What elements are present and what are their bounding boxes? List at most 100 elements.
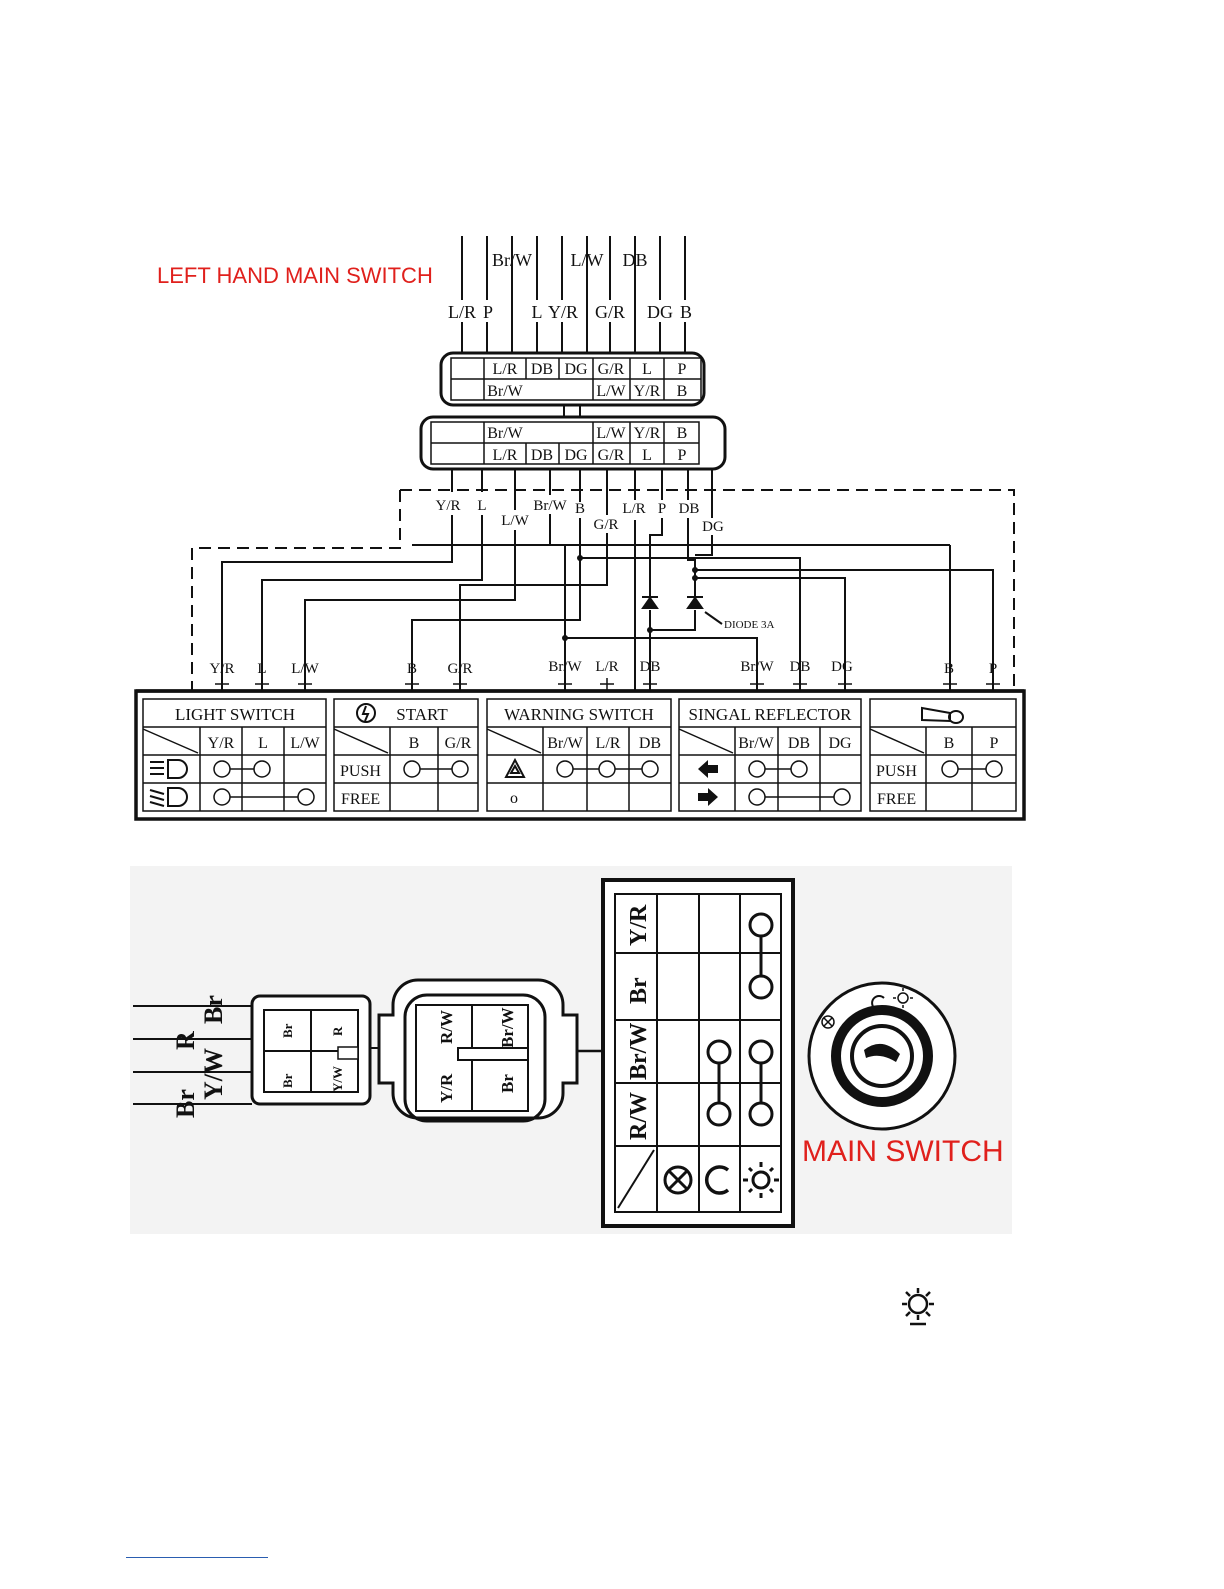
bus-label: Y/R xyxy=(209,661,234,677)
bus-label: DB xyxy=(790,659,811,675)
table-col: L/W xyxy=(290,735,320,752)
connector-b-pin: B xyxy=(677,425,688,442)
table-col: DB xyxy=(788,735,810,752)
high-beam-icon xyxy=(150,759,188,779)
table-row-label: o xyxy=(510,790,518,807)
sun-icon xyxy=(902,1288,934,1326)
main-switch-table xyxy=(601,878,795,1228)
wire-label: B xyxy=(680,302,692,322)
table-col: Y/R xyxy=(208,735,235,752)
connector-b-pin: L/W xyxy=(596,425,626,442)
harness-label: L/W xyxy=(501,513,529,529)
wire-label: R xyxy=(171,1031,200,1050)
main-switch-title: MAIN SWITCH xyxy=(802,1135,1004,1168)
incoming-wires xyxy=(461,236,686,353)
wire-label: DG xyxy=(647,302,673,322)
main-switch-row-label: Y/R xyxy=(626,904,652,946)
table-title: LIGHT SWITCH xyxy=(175,705,295,724)
start-table xyxy=(333,698,479,812)
dashed-enclosure xyxy=(191,489,1015,690)
bus-label: L/W xyxy=(291,661,319,677)
harness-label: B xyxy=(575,501,585,517)
hazard-icon xyxy=(504,757,526,778)
lock-position-icon xyxy=(871,995,885,1011)
horn-table xyxy=(869,698,1017,812)
table-title: START xyxy=(396,705,448,724)
connector-b-pin: L/R xyxy=(493,447,518,464)
connector-a-pin: L/W xyxy=(596,383,626,400)
plug-connector xyxy=(250,994,393,1106)
harness-label: P xyxy=(658,501,666,517)
wire-label: Y/R xyxy=(548,302,578,322)
table-col: Br/W xyxy=(738,735,774,752)
socket-connector xyxy=(377,978,602,1123)
harness-label: Br/W xyxy=(533,498,567,514)
bus-label: P xyxy=(989,661,997,677)
bus-label: DB xyxy=(640,659,661,675)
socket-label: R/W xyxy=(437,1010,456,1044)
bus-label: G/R xyxy=(447,661,472,677)
wire-label: Br xyxy=(199,995,228,1024)
bus-label: L xyxy=(257,661,266,677)
wire-label: P xyxy=(483,302,493,322)
socket-label: Br xyxy=(498,1074,517,1093)
light-switch-table xyxy=(142,698,327,812)
wire-label: L/R xyxy=(448,302,476,322)
connector-a-pin: Y/R xyxy=(634,383,661,400)
left-switch-title: LEFT HAND MAIN SWITCH xyxy=(157,263,433,288)
low-beam-icon xyxy=(149,787,188,807)
wire-label: DB xyxy=(622,250,647,270)
connector-b-pin: G/R xyxy=(598,447,625,464)
connector-a-pin: P xyxy=(678,361,687,378)
bus-label: DG xyxy=(831,659,853,675)
connector-b xyxy=(419,415,727,471)
main-switch-row-label: Br xyxy=(626,977,652,1004)
wire-label: Y/W xyxy=(199,1048,228,1100)
diode-label: DIODE 3A xyxy=(724,619,774,631)
connector-b-pin: DB xyxy=(531,447,553,464)
harness-label: L/R xyxy=(622,501,645,517)
lock-icon xyxy=(704,1165,730,1195)
plug-label: Y/W xyxy=(330,1066,345,1092)
connector-a-pin: DB xyxy=(531,361,553,378)
bus-pins xyxy=(215,678,1000,692)
bus-label: B xyxy=(944,661,954,677)
connector-a-pin: Br/W xyxy=(487,383,523,400)
main-switch-wires xyxy=(133,1005,252,1105)
wire-label: L/W xyxy=(571,250,604,270)
connector-a-pin: DG xyxy=(564,361,588,378)
main-switch-row-label: R/W xyxy=(626,1092,652,1140)
bus-label: Br/W xyxy=(740,659,774,675)
starter-icon xyxy=(356,703,376,723)
off-position-icon xyxy=(821,1015,835,1029)
table-col: DB xyxy=(639,735,661,752)
ignition-key-switch xyxy=(807,981,957,1131)
wire-label: Br/W xyxy=(492,250,532,270)
table-col: L xyxy=(258,735,268,752)
plug-label: R xyxy=(330,1026,345,1036)
table-col: G/R xyxy=(445,735,472,752)
connector-b-pin: Y/R xyxy=(634,425,661,442)
bus-label: B xyxy=(407,661,417,677)
junction-dots xyxy=(562,555,698,641)
wire-label: Br xyxy=(171,1089,200,1118)
wire-label: G/R xyxy=(595,302,625,322)
footnote-separator xyxy=(126,1557,268,1558)
singal-reflector-table xyxy=(678,698,862,812)
table-row-label: FREE xyxy=(341,791,380,808)
table-col: DG xyxy=(828,735,852,752)
connector-a xyxy=(439,351,706,418)
connector-b-pin: L xyxy=(642,447,652,464)
table-col: B xyxy=(409,735,420,752)
table-col: Br/W xyxy=(547,735,583,752)
warning-switch-table xyxy=(486,698,672,812)
harness-label: L xyxy=(477,498,486,514)
table-col: B xyxy=(944,735,955,752)
left-arrow-icon xyxy=(698,760,718,778)
bus-label: L/R xyxy=(595,659,618,675)
diode-icon xyxy=(641,596,704,609)
horn-icon xyxy=(921,706,964,724)
bus-label: Br/W xyxy=(548,659,582,675)
